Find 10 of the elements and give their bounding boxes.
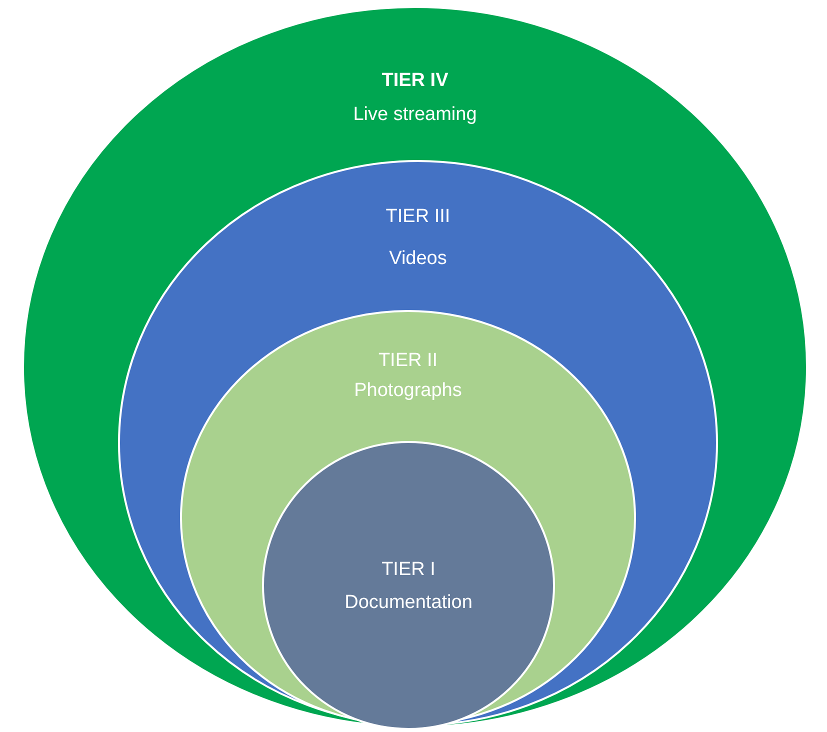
tier-heading: TIER II: [378, 350, 438, 372]
tier-heading: TIER I: [382, 559, 436, 581]
tier-heading: TIER III: [386, 206, 450, 228]
tier-heading: TIER IV: [382, 70, 448, 92]
tier-ellipse: [22, 6, 808, 728]
tier-label: Videos: [389, 248, 447, 270]
tier-label: Documentation: [344, 592, 472, 614]
tier-ellipse: [262, 441, 555, 730]
tier-label: Photographs: [354, 380, 462, 402]
tier-label: Live streaming: [353, 104, 477, 126]
